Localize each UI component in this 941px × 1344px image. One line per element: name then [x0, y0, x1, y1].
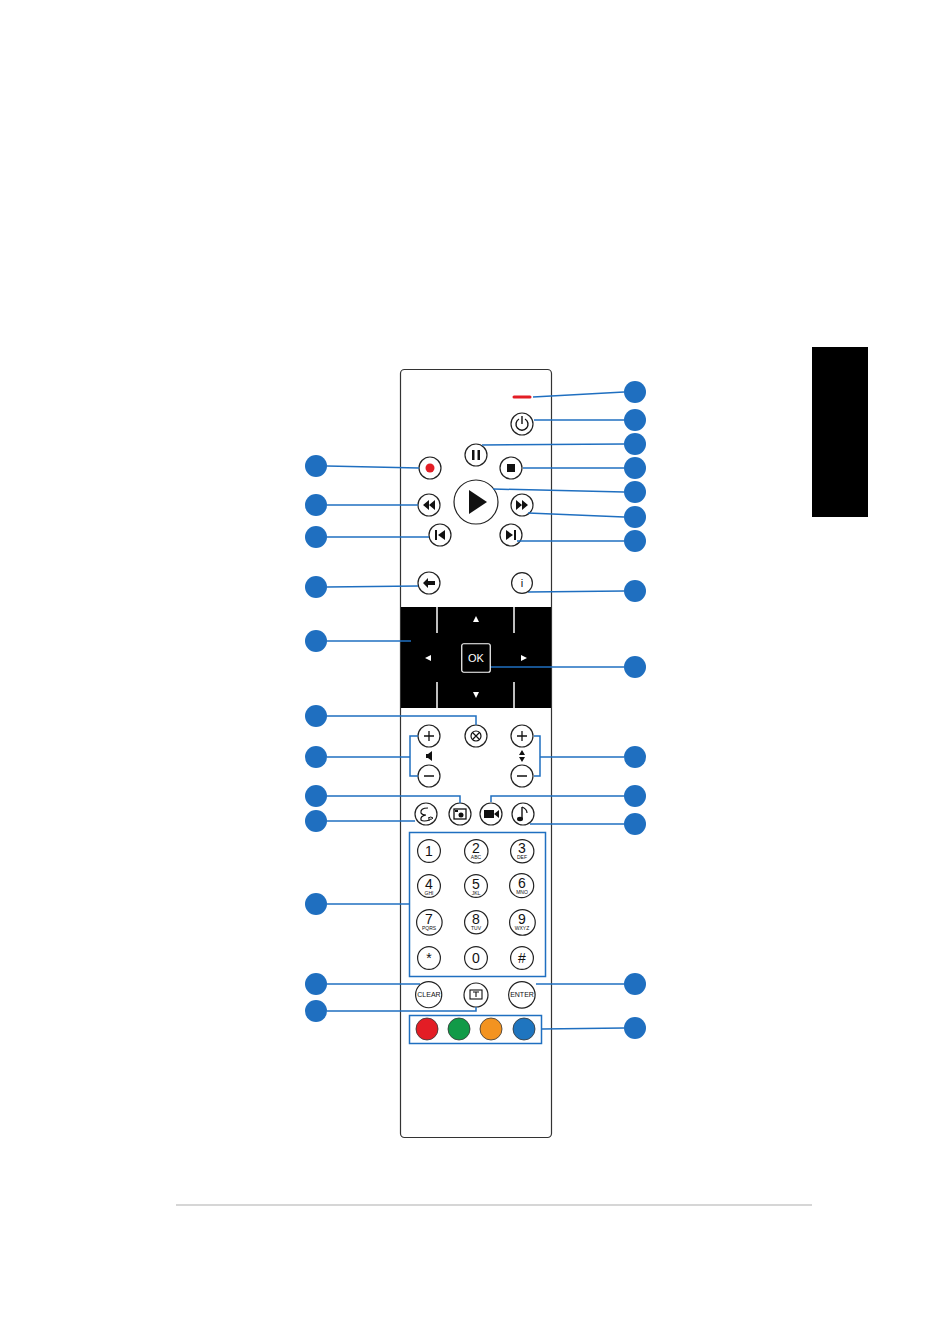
- digit-button: 6MNO: [509, 873, 534, 898]
- button-label: i: [521, 578, 523, 589]
- color-frame: [410, 1016, 542, 1044]
- digit-button: 5JKL: [464, 874, 488, 898]
- button-shape: [511, 947, 534, 970]
- button-label: 4: [425, 877, 433, 891]
- button-label: 6: [518, 876, 526, 890]
- button-sublabel: MNO: [516, 890, 528, 895]
- led: [514, 396, 530, 399]
- button-shape: [510, 874, 534, 898]
- button-label: OK: [468, 653, 484, 664]
- button-shape: [509, 909, 535, 935]
- digit-button: 1: [417, 839, 441, 863]
- button-label: 2: [472, 841, 480, 855]
- enter-button: ENTER: [508, 981, 536, 1009]
- button-label: CLEAR: [417, 991, 440, 998]
- button-shape: [418, 947, 441, 970]
- keypad-frame: [410, 833, 546, 977]
- symbol-button: #: [510, 946, 534, 970]
- button-label: *: [426, 951, 431, 965]
- dpad-arrows: [425, 616, 527, 698]
- digit-button: 8TUV: [464, 910, 488, 934]
- button-shape: [418, 875, 441, 898]
- digit-button: 7PQRS: [416, 909, 443, 936]
- dpad-dividers: [437, 607, 514, 708]
- info-button: i: [511, 572, 533, 594]
- button-shape: [464, 839, 487, 862]
- ok-button: OK: [461, 643, 491, 673]
- leader-lines: [327, 392, 624, 1029]
- symbol-button: *: [417, 946, 441, 970]
- color-buttons: [416, 1018, 535, 1040]
- button-shape: [510, 839, 533, 862]
- button-label: 5: [472, 877, 480, 891]
- button-sublabel: ABC: [471, 855, 481, 860]
- button-label: 8: [472, 912, 480, 926]
- button-shape: [416, 909, 442, 935]
- button-label: 9: [518, 912, 526, 926]
- digit-button: 4GHI: [417, 874, 441, 898]
- buttons: [415, 413, 534, 1007]
- button-shape: [512, 573, 533, 594]
- digit-button: 3DEF: [510, 839, 534, 863]
- button-sublabel: WXYZ: [515, 926, 529, 931]
- digit-button: 2ABC: [464, 839, 489, 864]
- clear-button: CLEAR: [415, 981, 442, 1008]
- button-label: 7: [425, 912, 433, 926]
- button-sublabel: TUV: [471, 926, 481, 931]
- button-shape: [418, 840, 441, 863]
- button-shape: [465, 875, 488, 898]
- footer-rule: [176, 1204, 812, 1206]
- remote-body: [401, 370, 552, 1138]
- button-shape: [509, 982, 536, 1009]
- button-shape: [465, 947, 488, 970]
- digit-button: 9WXYZ: [509, 909, 536, 936]
- button-shape: [464, 910, 487, 933]
- callout-markers: [305, 381, 646, 1039]
- button-label: #: [518, 951, 526, 965]
- dpad: [401, 607, 551, 708]
- button-label: ENTER: [510, 991, 534, 998]
- button-sublabel: DEF: [517, 855, 527, 860]
- button-label: 3: [518, 841, 526, 855]
- button-label: 1: [425, 844, 433, 858]
- button-sublabel: GHI: [425, 891, 434, 896]
- button-label: 0: [472, 951, 480, 965]
- button-sublabel: PQRS: [422, 926, 436, 931]
- button-shape: [462, 644, 491, 673]
- digit-button: 0: [464, 946, 488, 970]
- button-shape: [416, 982, 442, 1008]
- section-tab: [812, 347, 868, 517]
- button-sublabel: JKL: [472, 891, 481, 896]
